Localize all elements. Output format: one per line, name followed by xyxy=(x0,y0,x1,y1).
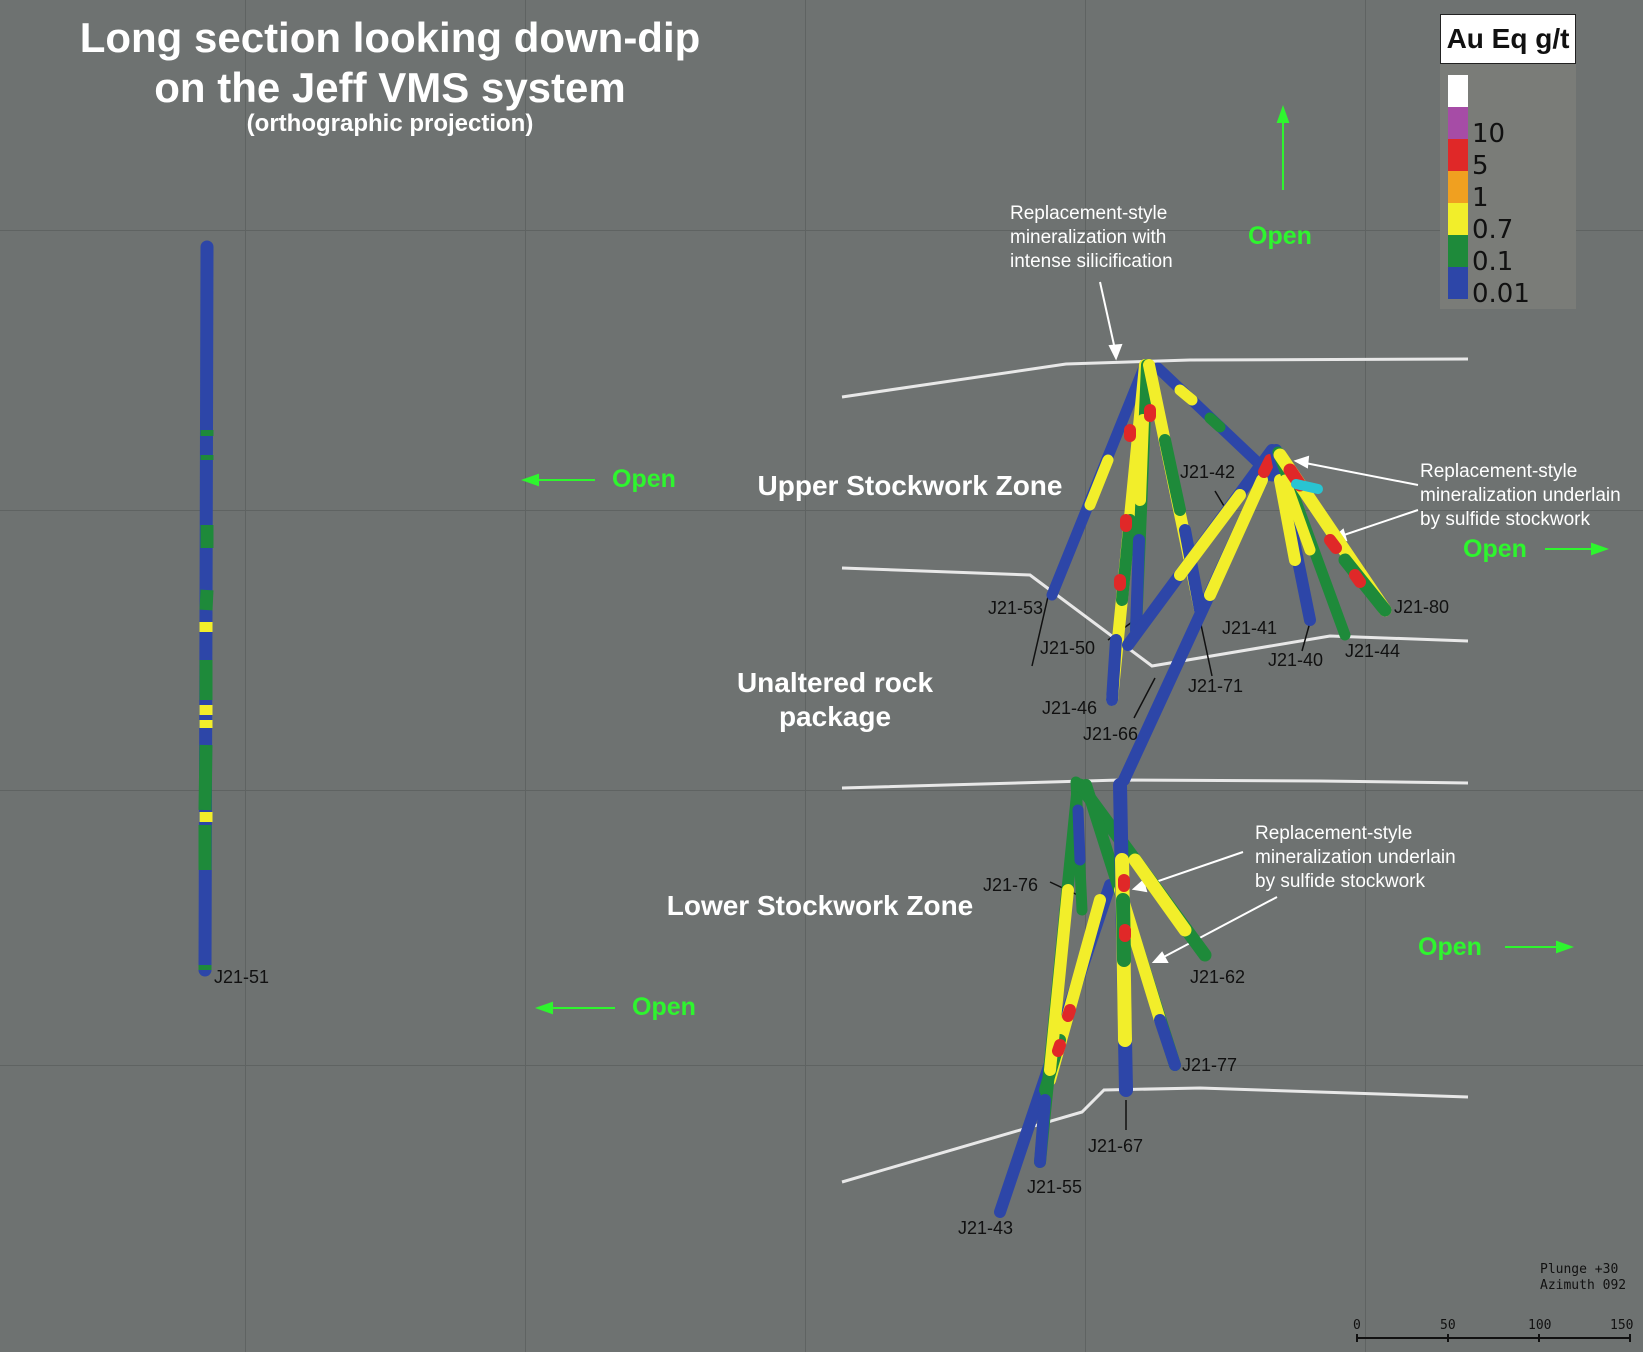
title-line-3: (orthographic projection) xyxy=(246,110,534,137)
hole-label-j21-55: J21-55 xyxy=(1027,1177,1083,1197)
grid-line xyxy=(0,790,1643,791)
upper-stockwork-zone-label: Upper Stockwork Zone xyxy=(757,470,1063,501)
open-label-left-upper: Open xyxy=(612,465,676,493)
scale-bar xyxy=(1356,1334,1631,1342)
hole-label-j21-40: J21-40 xyxy=(1268,650,1324,670)
grid-line xyxy=(1365,0,1366,1352)
unaltered-rock-label-line-1: Unaltered rock xyxy=(736,667,934,698)
hole-label-j21-41: J21-41 xyxy=(1222,618,1278,638)
legend-label: 0.1 xyxy=(1472,247,1514,277)
legend-swatch xyxy=(1448,171,1468,203)
legend-label: 0.7 xyxy=(1472,215,1514,245)
open-label-right-upper: Open xyxy=(1463,535,1527,563)
scale-tick-150: 150 xyxy=(1610,1318,1634,1333)
legend-label: 0.01 xyxy=(1472,279,1530,309)
drill-hole-j21-51 xyxy=(198,240,214,977)
lower-zone-holes xyxy=(994,776,1212,1218)
hole-label-j21-46: J21-46 xyxy=(1042,698,1098,718)
legend-swatch xyxy=(1448,107,1468,139)
hole-label-j21-62: J21-62 xyxy=(1190,967,1246,987)
upper-zone-top-boundary xyxy=(841,357,1469,399)
plunge-label: Plunge +30 xyxy=(1540,1262,1619,1277)
lower-stockwork-zone-label: Lower Stockwork Zone xyxy=(666,890,974,921)
scale-tick-0: 0 xyxy=(1353,1318,1361,1333)
open-arrows xyxy=(521,105,1609,1015)
scale-tick-50: 50 xyxy=(1440,1318,1456,1333)
hole-label-j21-42: J21-42 xyxy=(1180,462,1236,482)
upper-zone-bottom-boundary xyxy=(841,566,1469,668)
lower-zone-bottom-boundary xyxy=(841,1086,1469,1184)
grid-line xyxy=(525,0,526,1352)
hole-label-j21-77: J21-77 xyxy=(1182,1055,1238,1075)
title-line-1: Long section looking down-dip xyxy=(79,14,701,61)
title-line-2: on the Jeff VMS system xyxy=(154,64,626,111)
upper-zone-holes xyxy=(1046,359,1392,786)
hole-label-j21-50: J21-50 xyxy=(1040,638,1096,658)
legend-swatch xyxy=(1448,139,1468,171)
legend-label: 10 xyxy=(1472,119,1506,149)
hole-label-j21-66: J21-66 xyxy=(1083,724,1139,744)
legend-title: Au Eq g/t xyxy=(1440,14,1576,64)
legend-label: 5 xyxy=(1472,151,1489,181)
legend-label: 1 xyxy=(1472,183,1489,213)
hole-label-j21-44: J21-44 xyxy=(1345,641,1401,661)
hole-label-j21-43: J21-43 xyxy=(958,1218,1014,1238)
grid-line xyxy=(0,510,1643,511)
grid-line xyxy=(245,0,246,1352)
open-label-right-lower: Open xyxy=(1418,933,1482,961)
open-label-left-lower: Open xyxy=(632,993,696,1021)
grid-line xyxy=(0,1065,1643,1066)
annotation-leaders xyxy=(1099,281,1419,963)
unaltered-rock-label-line-2: package xyxy=(778,701,892,732)
hole-label-j21-71: J21-71 xyxy=(1188,676,1244,696)
hole-label-j21-53: J21-53 xyxy=(988,598,1044,618)
legend-swatch xyxy=(1448,203,1468,235)
grid-line xyxy=(1085,0,1086,1352)
lower-zone-top-boundary xyxy=(841,778,1469,790)
hole-label-j21-80: J21-80 xyxy=(1394,597,1450,617)
legend-swatch xyxy=(1448,267,1468,299)
legend-swatch xyxy=(1448,75,1468,107)
legend-swatch xyxy=(1448,235,1468,267)
hole-label-j21-51: J21-51 xyxy=(214,967,270,987)
grid-line xyxy=(805,0,806,1352)
hole-label-j21-67: J21-67 xyxy=(1088,1136,1144,1156)
hole-label-j21-76: J21-76 xyxy=(983,875,1039,895)
open-label-top: Open xyxy=(1248,222,1312,250)
scale-tick-100: 100 xyxy=(1528,1318,1552,1333)
zone-boundaries xyxy=(841,357,1469,1184)
grid-line xyxy=(0,230,1643,231)
azimuth-label: Azimuth 092 xyxy=(1540,1278,1627,1293)
